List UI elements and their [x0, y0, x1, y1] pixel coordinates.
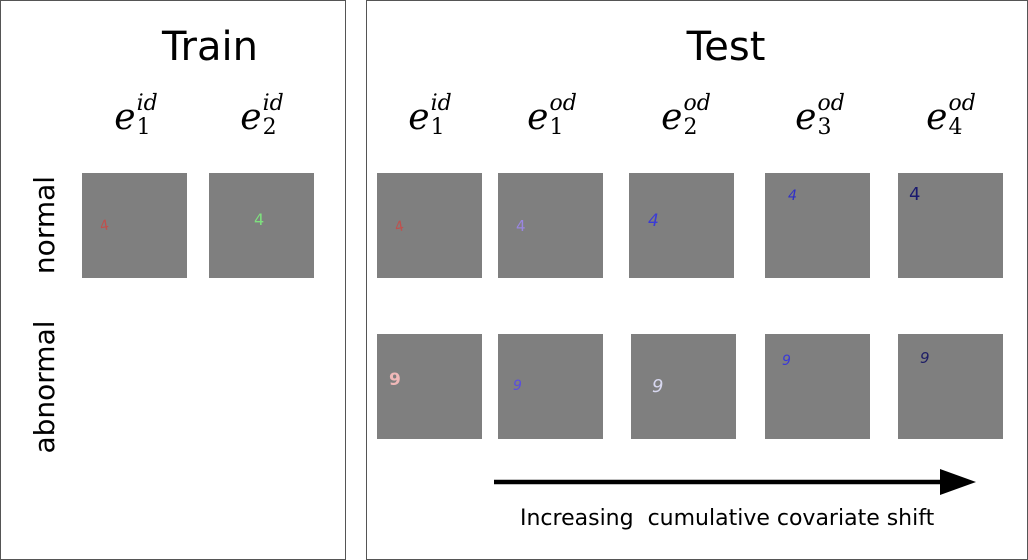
digit-glyph: 9	[920, 349, 930, 367]
digit-glyph: 4	[909, 184, 921, 205]
digit-glyph: 4	[98, 217, 111, 235]
test-normal-tile-1: 4	[377, 173, 482, 278]
row-label-normal: normal	[28, 175, 61, 275]
digit-glyph: 4	[393, 218, 406, 236]
train-title: Train	[162, 24, 258, 70]
test-normal-tile-2: 4	[498, 173, 603, 278]
test-panel	[366, 0, 1028, 560]
train-normal-tile-1: 4	[82, 173, 187, 278]
digit-glyph: 4	[516, 217, 526, 235]
digit-glyph: 9	[652, 376, 664, 397]
test-abnormal-tile-5: 9	[898, 334, 1003, 439]
digit-glyph: 9	[389, 370, 401, 390]
test-title: Test	[686, 24, 766, 70]
shift-caption: Increasing cumulative covariate shift	[520, 506, 935, 531]
test-abnormal-tile-4: 9	[765, 334, 870, 439]
train-normal-tile-2: 4	[209, 173, 314, 278]
shift-arrow-head	[940, 469, 976, 495]
test-abnormal-tile-3: 9	[631, 334, 736, 439]
digit-glyph: 4	[254, 210, 265, 229]
test-normal-tile-4: 4	[765, 173, 870, 278]
digit-glyph: 9	[513, 378, 522, 394]
digit-glyph: 9	[782, 353, 791, 369]
shift-arrow	[494, 469, 976, 495]
digit-glyph: 4	[648, 211, 659, 231]
train-panel	[0, 0, 346, 560]
row-label-abnormal: abnormal	[28, 320, 61, 454]
test-normal-tile-3: 4	[629, 173, 734, 278]
digit-glyph: 4	[788, 188, 797, 204]
test-abnormal-tile-1: 9	[377, 334, 482, 439]
test-abnormal-tile-2: 9	[498, 334, 603, 439]
test-normal-tile-5: 4	[898, 173, 1003, 278]
